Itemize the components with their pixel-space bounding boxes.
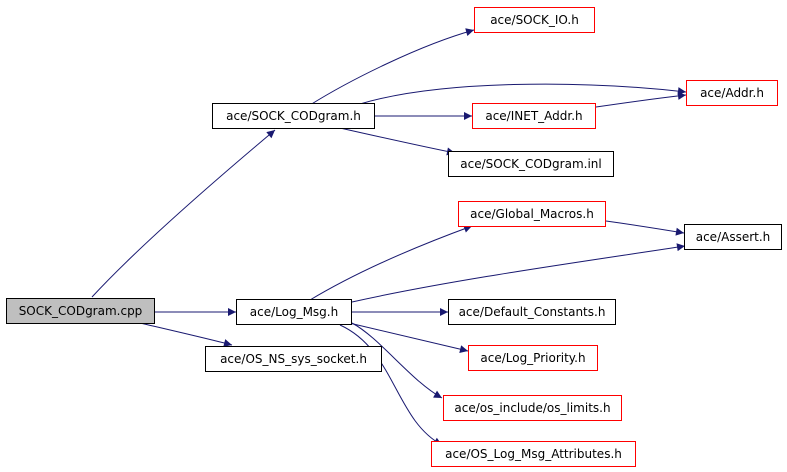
- node-global-macros-h[interactable]: ace/Global_Macros.h: [458, 201, 606, 227]
- edge-log-msg-h-to-os-limits-h: [351, 322, 443, 399]
- edge-log-msg-h-to-global-macros-h: [309, 224, 473, 301]
- node-os-ns-sys-socket-h[interactable]: ace/OS_NS_sys_socket.h: [205, 346, 382, 372]
- edge-log-msg-h-to-assert-h: [351, 243, 686, 303]
- node-addr-h[interactable]: ace/Addr.h: [686, 80, 778, 106]
- edge-sock-codgram-h-to-sock-io-h: [309, 28, 475, 106]
- edge-log-msg-h-to-log-priority-h: [344, 321, 469, 354]
- node-log-priority-h[interactable]: ace/Log_Priority.h: [468, 345, 598, 371]
- edge-sock-codgram-h-to-sock-codgram-inl: [339, 127, 456, 156]
- node-sock-io-h[interactable]: ace/SOCK_IO.h: [474, 7, 595, 33]
- node-os-log-msg-attributes-h[interactable]: ace/OS_Log_Msg_Attributes.h: [431, 441, 636, 467]
- edge-log-msg-h-to-os-log-msg-attributes-h: [339, 324, 443, 446]
- node-sock-codgram-h[interactable]: ace/SOCK_CODgram.h: [212, 103, 375, 129]
- node-log-msg-h[interactable]: ace/Log_Msg.h: [236, 299, 352, 325]
- node-os-limits-h[interactable]: ace/os_include/os_limits.h: [443, 395, 622, 421]
- edge-global-macros-h-to-assert-h: [605, 220, 685, 236]
- node-default-constants-h[interactable]: ace/Default_Constants.h: [448, 299, 616, 325]
- edge-sock-codgram-h-to-addr-h: [359, 83, 687, 105]
- node-inet-addr-h[interactable]: ace/INET_Addr.h: [472, 103, 596, 129]
- node-sock-codgram-cpp: SOCK_CODgram.cpp: [6, 298, 155, 324]
- edge-root-to-sock-codgram-h: [91, 129, 276, 298]
- node-assert-h[interactable]: ace/Assert.h: [684, 224, 782, 250]
- edge-inet-addr-h-to-addr-h: [595, 91, 687, 108]
- node-sock-codgram-inl[interactable]: ace/SOCK_CODgram.inl: [448, 151, 614, 177]
- edge-root-to-os-ns-sys-socket-h: [139, 322, 233, 347]
